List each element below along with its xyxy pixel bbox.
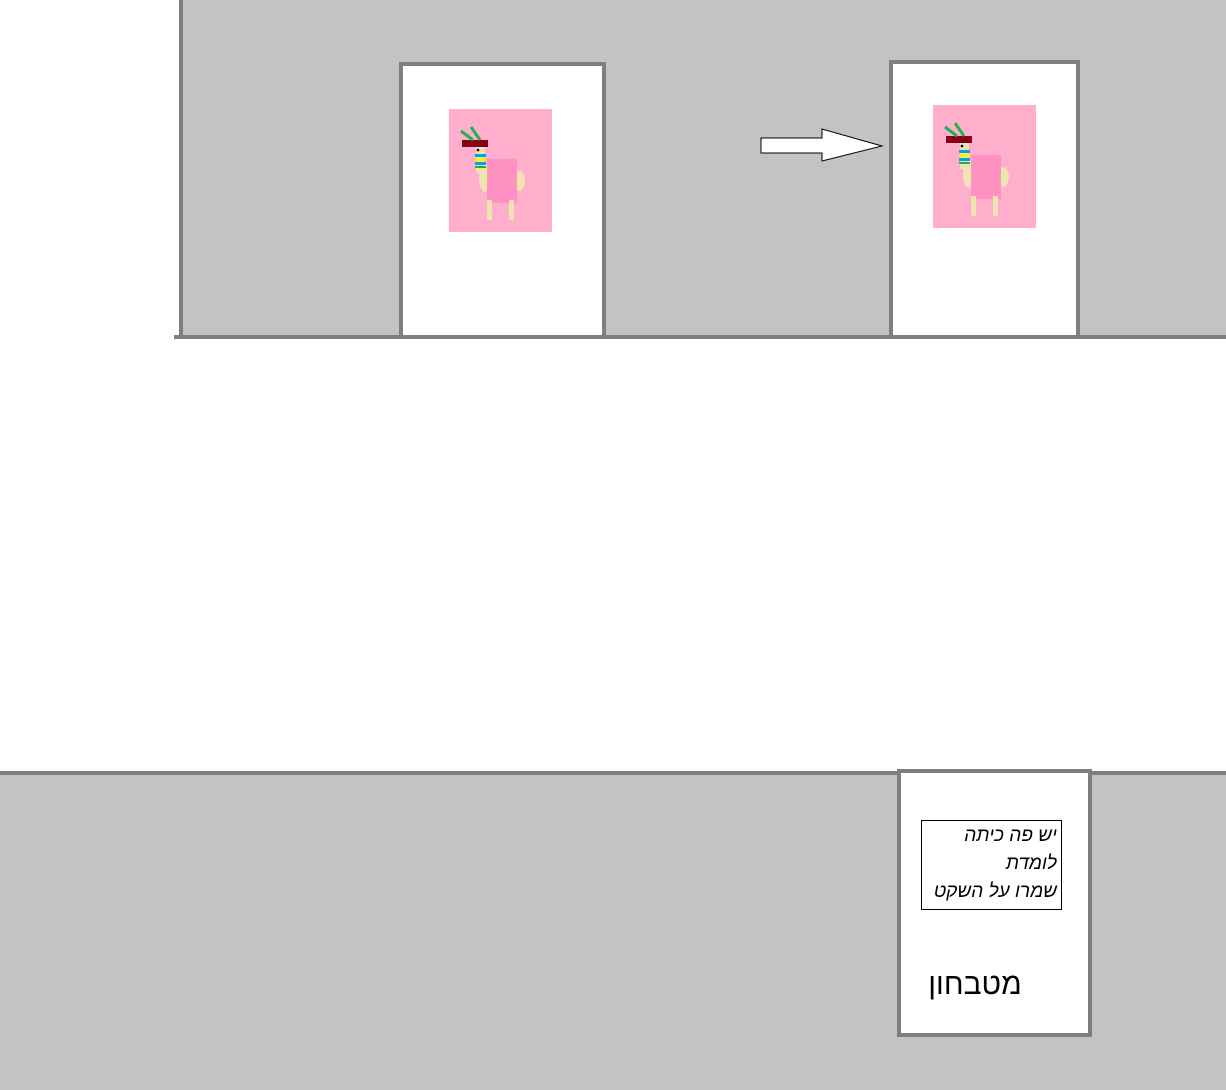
pink-llama-icon — [933, 105, 1036, 228]
notice-line: שמרו על השקט — [933, 881, 1057, 902]
top-wall-left-edge — [179, 0, 183, 338]
notice-line: לומדת — [1005, 853, 1057, 874]
right-arrow-icon — [760, 128, 884, 162]
notice-line: יש פה כיתה — [964, 825, 1057, 846]
kitchen-label: מטבחון — [928, 968, 1022, 1001]
bottom-corridor-line — [0, 771, 1226, 775]
pink-llama-icon — [449, 109, 552, 232]
quiet-notice-sign: יש פה כיתה לומדת שמרו על השקט — [921, 820, 1062, 910]
top-corridor-floor-line — [174, 335, 1226, 339]
